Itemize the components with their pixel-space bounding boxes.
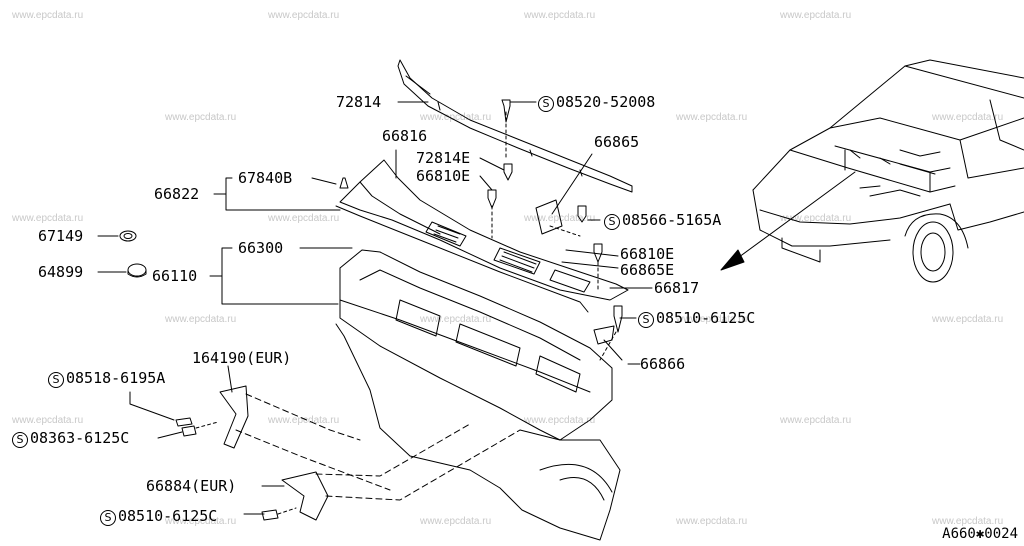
watermark-text: www.epcdata.ru — [12, 10, 84, 21]
direction-arrow — [720, 171, 856, 271]
bolt-08510-b — [261, 509, 279, 521]
watermark-text: www.epcdata.ru — [932, 516, 1004, 527]
screw-symbol-icon: S — [100, 510, 116, 526]
part-label-66866[interactable]: 66866 — [640, 355, 686, 373]
watermark-text: www.epcdata.ru — [524, 415, 596, 426]
watermark-text: www.epcdata.ru — [165, 314, 237, 325]
watermark-text: www.epcdata.ru — [268, 213, 340, 224]
clip-72814e — [503, 163, 513, 181]
part-number: 08510-6125C — [118, 507, 218, 525]
watermark-text: www.epcdata.ru — [676, 516, 748, 527]
small-parts — [119, 99, 623, 521]
screw-08566 — [577, 205, 587, 223]
bracket-66865 — [535, 199, 563, 235]
clip-67840b — [339, 177, 349, 189]
grommet-67149 — [119, 230, 137, 242]
watermark-text: www.epcdata.ru — [12, 415, 84, 426]
part-label-64899[interactable]: 64899 — [38, 263, 84, 281]
bracket-164190 — [219, 385, 249, 449]
bolt-08518 — [175, 417, 193, 427]
part-label-66822[interactable]: 66822 — [154, 185, 200, 203]
watermark-text: www.epcdata.ru — [524, 10, 596, 21]
watermark-text: www.epcdata.ru — [12, 213, 84, 224]
part-label-72814[interactable]: 72814 — [336, 93, 382, 111]
watermark-text: www.epcdata.ru — [780, 10, 852, 21]
part-label-164190-eur[interactable]: 164190(EUR) — [192, 349, 292, 367]
watermark-text: www.epcdata.ru — [165, 112, 237, 123]
part-label-66810e-upper[interactable]: 66810E — [416, 167, 471, 185]
part-label-67149[interactable]: 67149 — [38, 227, 84, 245]
bracket-66884 — [281, 471, 329, 521]
screw-symbol-icon: S — [538, 96, 554, 112]
screw-symbol-icon: S — [604, 214, 620, 230]
watermark-text: www.epcdata.ru — [420, 112, 492, 123]
leader-lines — [97, 101, 653, 515]
part-label-66810e-lower[interactable]: 66810E — [620, 245, 675, 263]
watermark-text: www.epcdata.ru — [165, 516, 237, 527]
clip-66810e-b — [593, 243, 603, 263]
clip-66810e-a — [487, 189, 497, 209]
watermark-text: www.epcdata.ru — [932, 314, 1004, 325]
screw-08510-a — [613, 305, 623, 333]
part-number: 08520-52008 — [556, 93, 656, 111]
watermark-text: www.epcdata.ru — [676, 112, 748, 123]
part-label-66865e[interactable]: 66865E — [620, 261, 675, 279]
plug-64899 — [127, 263, 147, 277]
cowl-top-panel — [335, 159, 629, 313]
screw-symbol-icon: S — [48, 372, 64, 388]
part-label-66884-eur[interactable]: 66884(EUR) — [146, 477, 237, 495]
watermark-text: www.epcdata.ru — [780, 415, 852, 426]
watermark-text: www.epcdata.ru — [676, 314, 748, 325]
watermark-text: www.epcdata.ru — [268, 415, 340, 426]
part-number: 08518-6195A — [66, 369, 166, 387]
part-label-66816[interactable]: 66816 — [382, 127, 428, 145]
bolt-08363 — [181, 425, 197, 437]
diagram-reference-code: A660✱0024 — [942, 526, 1018, 542]
watermark-text: www.epcdata.ru — [932, 112, 1004, 123]
part-number: 08363-6125C — [30, 429, 130, 447]
screw-symbol-icon: S — [12, 432, 28, 448]
bracket-66866 — [593, 325, 615, 345]
cowl-panel-66300 — [339, 249, 613, 441]
screw-symbol-icon: S — [638, 312, 654, 328]
part-label-72814e[interactable]: 72814E — [416, 149, 471, 167]
dash-lower-panel — [335, 323, 621, 541]
part-number: 08510-6125C — [656, 309, 756, 327]
watermark-text: www.epcdata.ru — [420, 516, 492, 527]
car-silhouette — [752, 59, 1024, 283]
part-label-66865[interactable]: 66865 — [594, 133, 640, 151]
watermark-text: www.epcdata.ru — [420, 314, 492, 325]
part-number: 08566-5165A — [622, 211, 722, 229]
part-label-66110[interactable]: 66110 — [152, 267, 198, 285]
watermark-text: www.epcdata.ru — [268, 10, 340, 21]
screw-08520 — [501, 99, 511, 123]
part-label-66300[interactable]: 66300 — [238, 239, 284, 257]
watermark-text: www.epcdata.ru — [524, 213, 596, 224]
part-label-66817[interactable]: 66817 — [654, 279, 700, 297]
part-label-67840b[interactable]: 67840B — [238, 169, 293, 187]
upper-seal-72814 — [397, 59, 633, 193]
watermark-text: www.epcdata.ru — [780, 213, 852, 224]
